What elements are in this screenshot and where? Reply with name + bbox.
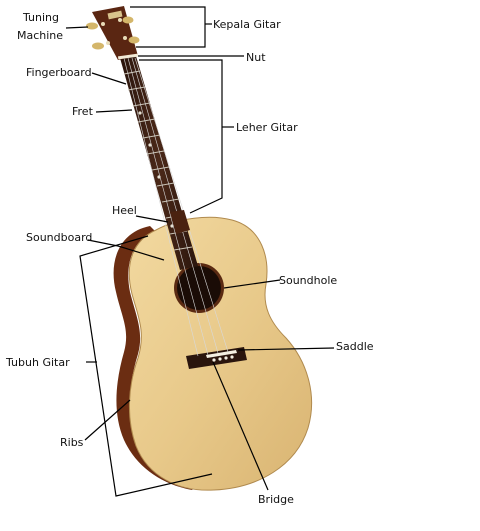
saddle [206,350,237,358]
label-tubuh-gitar: Tubuh Gitar [5,356,70,369]
label-tuning-line2: Machine [17,29,63,42]
label-leher-gitar: Leher Gitar [236,121,298,134]
headstock [86,6,140,60]
label-heel: Heel [112,204,137,217]
label-nut: Nut [246,51,266,64]
label-fingerboard: Fingerboard [26,66,92,79]
frets [123,70,193,251]
labels: Tuning Machine Kepala Gitar Nut Fingerbo… [5,11,374,506]
nut [117,53,139,60]
guitar-ribs [113,226,196,490]
heel [170,210,190,234]
label-fret: Fret [72,105,94,118]
label-soundboard: Soundboard [26,231,92,244]
guitar-body [113,216,313,491]
label-tuning-line1: Tuning [22,11,59,24]
label-saddle: Saddle [336,340,374,353]
guitar-neck [120,56,229,357]
label-soundhole: Soundhole [279,274,337,287]
label-ribs: Ribs [60,436,84,449]
label-bridge: Bridge [258,493,294,506]
tuning-machines [86,16,140,50]
leader-lines [65,6,335,497]
label-kepala-gitar: Kepala Gitar [213,18,281,31]
